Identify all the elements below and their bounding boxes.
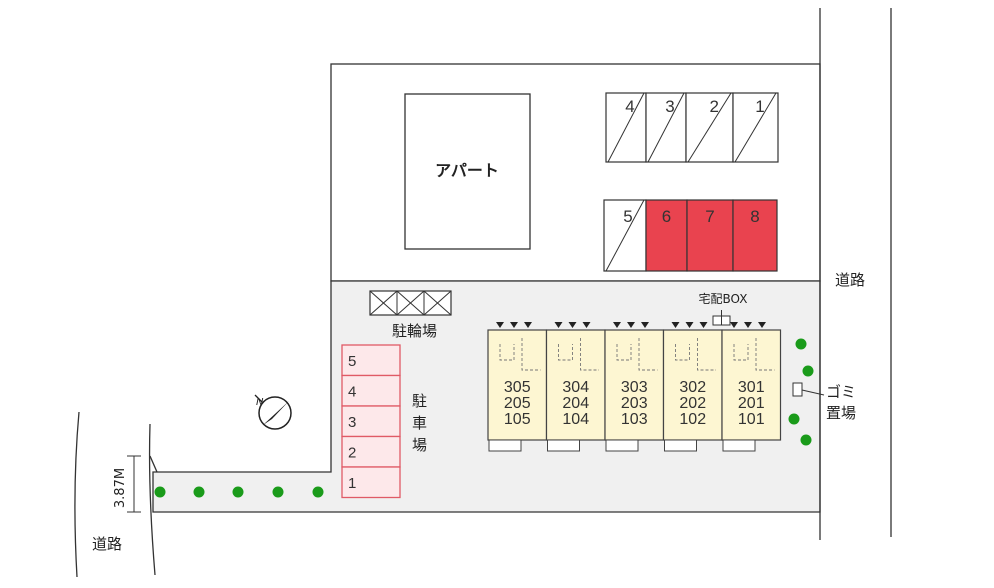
parking-number: 3 [665,97,674,116]
unit-number: 101 [738,411,765,428]
road-width-label: 3.87M [113,468,128,508]
car-parking-label-1: 駐 [412,392,427,410]
unit-number: 103 [621,411,648,428]
parking-number: 1 [348,475,356,492]
parking-number: 3 [348,414,356,431]
road-label-left: 道路 [92,535,122,553]
road-left-edge-inner [148,423,156,576]
parking-space-left-1: 1 [341,466,401,499]
parking-space-left-4: 4 [341,374,401,407]
parking-number: 8 [750,207,759,226]
car-parking-label-3: 場 [412,436,427,454]
parking-space-left-2: 2 [341,435,401,468]
tree-icon [795,338,807,350]
unit-number: 303 [621,379,648,396]
parking-left-column: 5 4 3 2 1 [341,344,401,499]
tree-icon [232,486,244,498]
trees [154,338,814,498]
parking-space-left-5: 5 [341,344,401,377]
parking-second-row: 5 6 7 8 [603,199,778,272]
unit-number: 102 [679,411,706,428]
unit-number: 301 [738,379,765,396]
unit-number: 104 [562,411,589,428]
tree-icon [154,486,166,498]
parking-space-top-4: 4 [605,92,647,163]
parking-number: 1 [755,97,764,116]
garbage-station-icon [792,382,803,397]
road-label-right: 道路 [835,271,865,289]
parking-space-second-6: 6 [645,199,688,272]
tree-icon [193,486,205,498]
parking-space-second-8: 8 [732,199,778,272]
delivery-box-label: 宅配BOX [699,291,748,306]
unit-number: 305 [504,379,531,396]
parking-number: 6 [662,207,671,226]
apartment-building [404,93,531,250]
parking-number: 2 [348,445,356,462]
unit-number: 105 [504,411,531,428]
parking-space-left-3: 3 [341,405,401,438]
bike-parking [369,290,452,316]
parking-space-top-3: 3 [645,92,687,163]
parking-number: 5 [623,207,632,226]
tree-icon [802,365,814,377]
svg-text:N: N [256,397,264,408]
unit-number: 304 [562,379,589,396]
unit-number: 202 [679,395,706,412]
parking-space-second-7: 7 [686,199,734,272]
tree-icon [312,486,324,498]
unit-number: 204 [562,395,589,412]
parking-space-top-2: 2 [685,92,734,163]
parking-space-top-1: 1 [732,92,779,163]
bike-parking-label: 駐輪場 [392,322,437,340]
car-parking-label-2: 車 [412,414,427,432]
tree-icon [788,413,800,425]
unit-number: 201 [738,395,765,412]
tree-icon [800,434,812,446]
parking-space-second-5: 5 [603,199,647,272]
parking-number: 7 [705,207,714,226]
parking-top-row: 4 3 2 1 [605,92,779,163]
parking-number: 5 [348,353,356,370]
parking-number: 4 [625,97,634,116]
unit-number: 203 [621,395,648,412]
unit-number: 302 [679,379,706,396]
north-compass-icon: N [254,394,292,430]
parking-number: 2 [709,97,718,116]
unit-number: 205 [504,395,531,412]
apartment-label: アパート [435,161,499,180]
garbage-label-1: ゴミ [826,383,856,401]
apartment-units: 3052051053042041043032031033022021023012… [487,322,782,452]
road-left-edge-outer [74,411,80,578]
garbage-label-2: 置場 [826,404,856,422]
delivery-box-icon [712,310,731,326]
tree-icon [272,486,284,498]
parking-number: 4 [348,384,356,401]
